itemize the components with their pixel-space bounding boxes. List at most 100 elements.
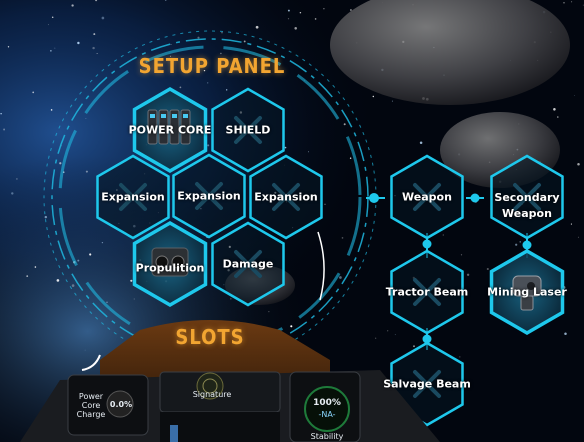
star bbox=[179, 86, 182, 89]
star bbox=[486, 267, 489, 271]
star bbox=[299, 11, 302, 14]
hex-slot-propulsion[interactable] bbox=[132, 220, 208, 308]
star bbox=[571, 1, 573, 3]
star bbox=[59, 162, 62, 165]
ring-arc-white bbox=[317, 231, 325, 301]
star bbox=[284, 146, 287, 149]
star bbox=[349, 9, 352, 11]
hex-label-expansion-1: Expansion bbox=[101, 190, 165, 204]
hex-slot-secondary-weapon[interactable] bbox=[490, 154, 564, 240]
star bbox=[243, 40, 246, 43]
star bbox=[255, 25, 259, 29]
hex-label-damage: Damage bbox=[222, 257, 274, 271]
hex-label-power-core: POWER CORE bbox=[128, 123, 212, 137]
star bbox=[85, 118, 87, 119]
star bbox=[130, 279, 133, 282]
star bbox=[515, 243, 518, 246]
star bbox=[207, 144, 210, 147]
star bbox=[574, 94, 575, 96]
star bbox=[557, 116, 559, 118]
mining-laser-icon bbox=[512, 275, 542, 311]
star bbox=[553, 108, 556, 111]
hex-slot-expansion-3[interactable] bbox=[249, 154, 323, 240]
star bbox=[287, 18, 290, 20]
star bbox=[93, 33, 96, 36]
cockpit-dashboard bbox=[20, 320, 440, 442]
signature-label: Signature bbox=[192, 390, 232, 399]
star bbox=[221, 31, 223, 34]
star bbox=[519, 241, 521, 243]
star bbox=[197, 36, 200, 39]
hex-label-weapon: Weapon bbox=[402, 190, 452, 204]
hex-slot-shield[interactable] bbox=[211, 87, 285, 173]
star bbox=[563, 2, 565, 4]
power-core-charge-label: Power Core Charge bbox=[76, 392, 106, 419]
empty-slot-x-icon bbox=[413, 278, 441, 306]
star bbox=[95, 0, 98, 2]
star bbox=[294, 27, 297, 30]
star bbox=[16, 178, 18, 180]
hex-label-shield: SHIELD bbox=[225, 123, 271, 137]
star bbox=[230, 298, 232, 300]
star bbox=[324, 203, 326, 205]
hex-slot-expansion-1[interactable] bbox=[96, 154, 170, 240]
setup-panel-title: SETUP PANEL bbox=[138, 54, 286, 78]
star bbox=[71, 4, 74, 7]
star bbox=[0, 113, 2, 115]
cockpit-arc-white bbox=[81, 354, 101, 371]
star bbox=[11, 192, 14, 195]
star bbox=[220, 52, 222, 55]
star bbox=[71, 284, 75, 287]
hex-label-propulsion: Propulition bbox=[135, 261, 205, 275]
hex-label-expansion-2: Expansion bbox=[177, 189, 241, 203]
hex-slot-expansion-2[interactable] bbox=[172, 153, 246, 239]
star bbox=[133, 298, 135, 300]
star bbox=[85, 170, 88, 173]
star bbox=[84, 349, 86, 351]
hex-label-salvage-beam: Salvage Beam bbox=[383, 377, 471, 391]
star bbox=[170, 55, 171, 57]
star bbox=[570, 223, 572, 225]
star bbox=[577, 163, 580, 166]
star bbox=[459, 356, 461, 358]
star bbox=[44, 215, 48, 219]
hex-slot-power-core[interactable] bbox=[132, 86, 208, 174]
star bbox=[372, 95, 374, 98]
star bbox=[466, 273, 470, 276]
star bbox=[339, 276, 342, 279]
star bbox=[582, 4, 584, 6]
empty-slot-x-icon bbox=[513, 183, 541, 211]
hex-slot-salvage-beam[interactable] bbox=[390, 341, 464, 427]
star bbox=[170, 44, 172, 45]
star bbox=[577, 236, 579, 238]
star bbox=[101, 16, 105, 20]
star bbox=[32, 91, 35, 94]
star bbox=[77, 259, 80, 262]
star bbox=[391, 100, 393, 102]
star bbox=[226, 89, 228, 91]
slots-title: SLOTS bbox=[175, 325, 245, 349]
hex-slot-mining-laser[interactable] bbox=[489, 248, 565, 336]
stability-value: 100% bbox=[313, 398, 341, 408]
empty-slot-x-icon bbox=[413, 183, 441, 211]
star bbox=[47, 24, 49, 26]
hex-slot-tractor-beam[interactable] bbox=[390, 249, 464, 335]
empty-slot-x-icon bbox=[234, 116, 262, 144]
star bbox=[3, 128, 6, 131]
star bbox=[323, 8, 325, 10]
star bbox=[50, 50, 52, 52]
hex-label-secondary-weapon: Secondary Weapon bbox=[494, 191, 560, 220]
hex-slot-weapon[interactable] bbox=[390, 154, 464, 240]
star bbox=[287, 9, 290, 12]
stability-label: Stability bbox=[310, 432, 344, 441]
star bbox=[460, 254, 463, 256]
empty-slot-x-icon bbox=[195, 182, 223, 210]
hex-slot-damage[interactable] bbox=[211, 221, 285, 307]
star bbox=[96, 53, 98, 54]
star bbox=[106, 301, 108, 303]
empty-slot-x-icon bbox=[119, 183, 147, 211]
star bbox=[564, 332, 567, 335]
star bbox=[203, 69, 206, 72]
star bbox=[77, 41, 80, 45]
star bbox=[375, 337, 377, 339]
